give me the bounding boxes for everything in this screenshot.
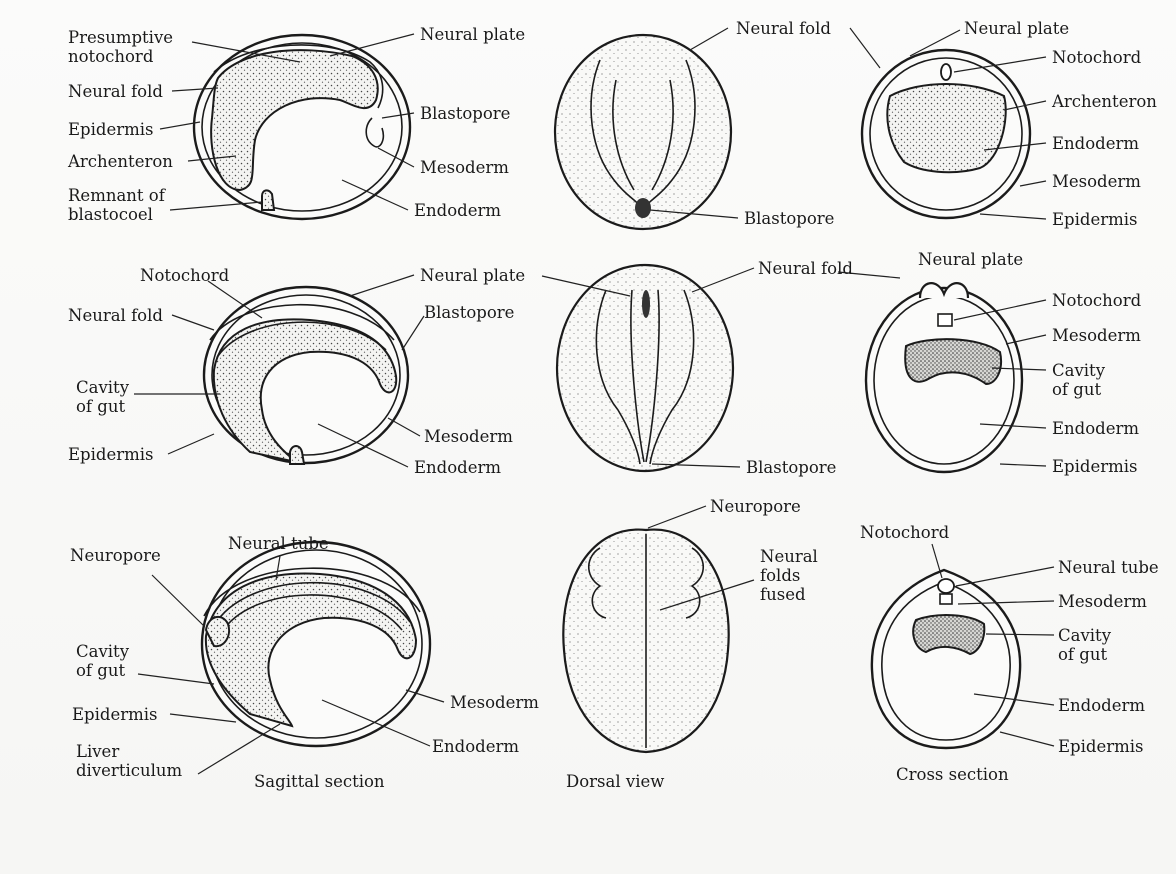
- row2-dorsal-labels: Neural fold Blastopore: [746, 259, 853, 477]
- label-neural-plate: Neural plate: [420, 25, 525, 44]
- row2-sagittal-section: [204, 287, 408, 464]
- label-notochord: Notochord: [1052, 48, 1142, 67]
- label-neural-tube: Neural tube: [1058, 558, 1159, 577]
- label-blastopore: Blastopore: [744, 209, 834, 228]
- label-mesoderm: Mesoderm: [420, 158, 509, 177]
- row3-dorsal-view: [563, 530, 728, 752]
- label-endoderm: Endoderm: [1058, 696, 1145, 715]
- label-notochord: Notochord: [1052, 291, 1142, 310]
- row1-dorsal-labels: Neural fold Blastopore: [736, 19, 834, 228]
- label-neural-fold: Neural fold: [758, 259, 853, 278]
- label-neural-plate: Neural plate: [918, 250, 1023, 269]
- label-epidermis: Epidermis: [72, 705, 158, 724]
- label-mesoderm: Mesoderm: [1058, 592, 1147, 611]
- label-neural-fold: Neural fold: [68, 82, 163, 101]
- captions: Sagittal section Dorsal view Cross secti…: [254, 765, 1009, 791]
- label-epidermis: Epidermis: [68, 120, 154, 139]
- label-epidermis: Epidermis: [1058, 737, 1144, 756]
- label-epidermis: Epidermis: [1052, 210, 1138, 229]
- label-neural-tube: Neural tube: [228, 534, 329, 553]
- label-mesoderm: Mesoderm: [450, 693, 539, 712]
- row3-sagittal-section: [202, 542, 430, 746]
- caption-cross-section: Cross section: [896, 765, 1009, 784]
- label-neural-fold: Neural fold: [736, 19, 831, 38]
- label-neural-plate: Neural plate: [964, 19, 1069, 38]
- label-notochord: Notochord: [140, 266, 230, 285]
- label-blastopore: Blastopore: [424, 303, 514, 322]
- row2-cross-section: [866, 283, 1022, 472]
- label-endoderm: Endoderm: [414, 458, 501, 477]
- label-mesoderm: Mesoderm: [1052, 326, 1141, 345]
- label-epidermis: Epidermis: [68, 445, 154, 464]
- row1-sagittal-section: [194, 35, 410, 219]
- label-endoderm: Endoderm: [1052, 419, 1139, 438]
- label-endoderm: Endoderm: [414, 201, 501, 220]
- label-epidermis: Epidermis: [1052, 457, 1138, 476]
- label-endoderm: Endoderm: [1052, 134, 1139, 153]
- row1-cross-section: [862, 50, 1030, 218]
- label-neuropore: Neuropore: [710, 497, 801, 516]
- label-neural-plate: Neural plate: [420, 266, 525, 285]
- label-archenteron: Archenteron: [1051, 92, 1157, 111]
- row3-cross-section: [872, 570, 1020, 748]
- label-archenteron: Archenteron: [67, 152, 173, 171]
- label-endoderm: Endoderm: [432, 737, 519, 756]
- label-blastopore: Blastopore: [420, 104, 510, 123]
- label-blastopore: Blastopore: [746, 458, 836, 477]
- label-mesoderm: Mesoderm: [424, 427, 513, 446]
- label-mesoderm: Mesoderm: [1052, 172, 1141, 191]
- caption-sagittal-section: Sagittal section: [254, 772, 385, 791]
- label-notochord: Notochord: [860, 523, 950, 542]
- row2-dorsal-view: [557, 265, 733, 471]
- label-neural-fold: Neural fold: [68, 306, 163, 325]
- label-neuropore: Neuropore: [70, 546, 161, 565]
- caption-dorsal-view: Dorsal view: [566, 772, 664, 791]
- row1-dorsal-view: [555, 35, 731, 229]
